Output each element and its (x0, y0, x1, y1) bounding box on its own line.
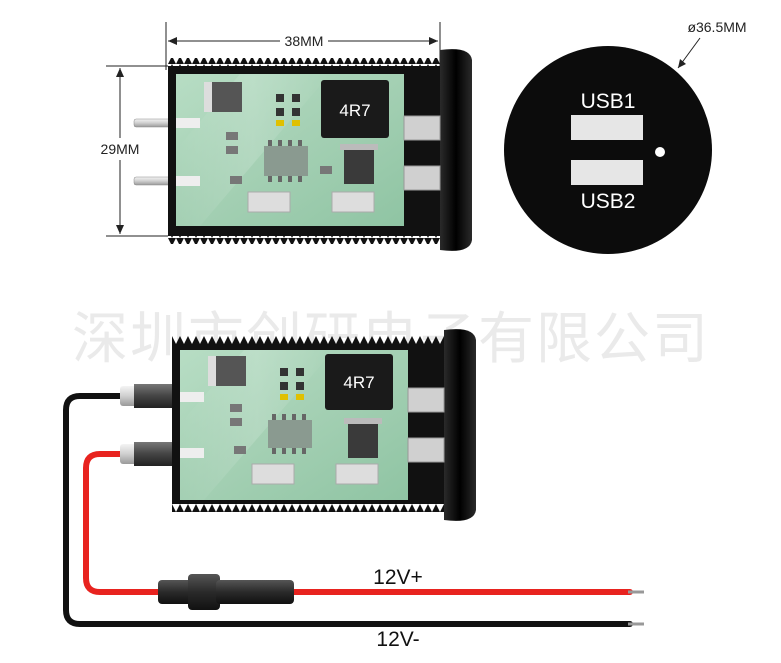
indicator-led (655, 147, 665, 157)
bottom-usb-port-1 (407, 387, 445, 413)
bottom-usb-port-2 (407, 437, 445, 463)
inline-fuse-holder (158, 574, 294, 610)
top-pin-lower (133, 176, 173, 186)
height-dimension: 29MM (101, 65, 168, 237)
top-chip-label: 4R7 (339, 101, 370, 120)
positive-wire (83, 451, 633, 595)
negative-wire (63, 393, 633, 627)
face-view: ø36.5MM USB1 USB2 (504, 19, 747, 254)
face-usb-port-2 (571, 160, 643, 185)
bottom-module: 12V+ 12V- 4R7 (63, 329, 644, 651)
diameter-label: ø36.5MM (687, 19, 746, 35)
bottom-pcb: 4R7 (180, 350, 408, 500)
width-label: 38MM (285, 33, 324, 49)
positive-label: 12V+ (373, 566, 423, 589)
top-module: 38MM 29MM (101, 22, 472, 251)
top-pin-upper (133, 118, 173, 128)
bottom-chip-label: 4R7 (343, 373, 374, 392)
bottom-inductor-chip (325, 354, 393, 410)
usb1-label: USB1 (581, 90, 636, 113)
negative-label: 12V- (376, 628, 419, 651)
top-pcb: 4R7 (176, 74, 404, 226)
top-inductor-chip (321, 80, 389, 138)
top-usb-port-1 (403, 115, 441, 141)
top-usb-port-2 (403, 165, 441, 191)
width-dimension: 38MM (165, 22, 441, 70)
height-label: 29MM (101, 141, 140, 157)
face-disc (504, 46, 712, 254)
usb2-label: USB2 (581, 190, 636, 213)
face-usb-port-1 (571, 115, 643, 140)
